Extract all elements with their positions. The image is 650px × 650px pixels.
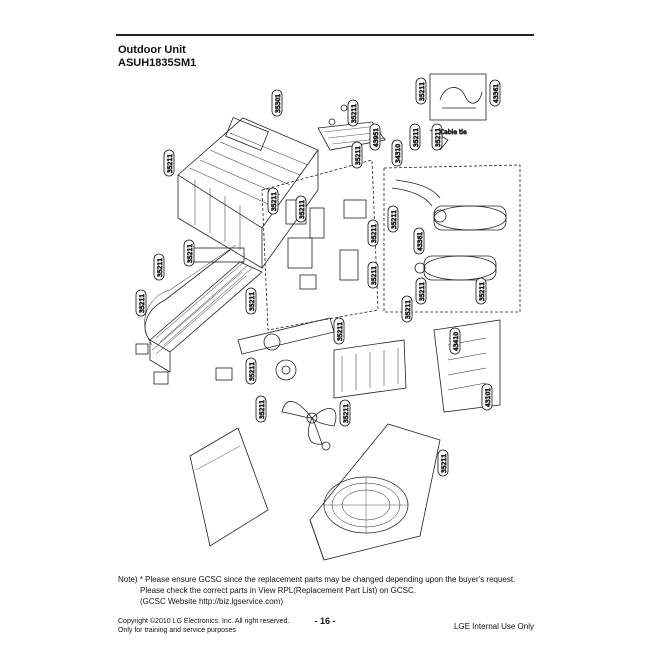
svg-text:35211: 35211	[139, 294, 146, 313]
callout: 35211	[153, 253, 165, 281]
page-title: Outdoor Unit ASUH1835SM1	[118, 44, 196, 70]
svg-text:35301: 35301	[275, 94, 282, 113]
top-rule	[116, 34, 534, 36]
callout: 35211	[245, 287, 257, 315]
model-number: ASUH1835SM1	[118, 57, 197, 69]
svg-text:35211: 35211	[337, 322, 344, 341]
callout: 43951	[369, 123, 381, 151]
callout: 35211	[415, 77, 427, 105]
compressor-section	[383, 164, 521, 313]
callout: 35211	[295, 195, 307, 223]
callout: 35211	[401, 295, 413, 323]
svg-text:35211: 35211	[249, 292, 256, 311]
callout: 43101	[481, 383, 493, 411]
front-cabinet	[309, 423, 441, 561]
svg-text:35211: 35211	[405, 300, 412, 319]
condenser-coil	[144, 244, 263, 373]
fan-blade	[281, 401, 337, 445]
callout: 35301	[271, 89, 283, 117]
footer-left: Copyright ©2010 LG Electronics. Inc. All…	[118, 617, 289, 635]
section-title: Outdoor Unit	[118, 44, 186, 56]
note-line-2: Please check the correct parts in View R…	[140, 586, 416, 595]
svg-text:35211: 35211	[371, 224, 378, 243]
svg-text:35211: 35211	[259, 400, 266, 419]
svg-text:35211: 35211	[355, 146, 362, 165]
callout: 35211	[431, 123, 443, 151]
copper-pipes	[391, 179, 441, 207]
svg-text:35211: 35211	[441, 454, 448, 473]
page-number: - 16 -	[314, 616, 336, 626]
svg-text:35211: 35211	[419, 82, 426, 101]
svg-text:43101: 43101	[485, 388, 492, 407]
fan-guard	[323, 476, 409, 534]
callout: 35211	[183, 239, 195, 267]
callout: 35211	[255, 395, 267, 423]
callout: 35211	[163, 149, 175, 177]
motor-bracket	[237, 317, 335, 355]
callout: 35211	[339, 399, 351, 427]
callout: 43361	[489, 79, 501, 107]
svg-text:35211: 35211	[351, 104, 358, 123]
callout: 35211	[351, 141, 363, 169]
svg-text:35211: 35211	[167, 154, 174, 173]
svg-text:35211: 35211	[435, 128, 442, 147]
fan-motor	[275, 359, 297, 381]
callout: 43361	[413, 227, 425, 255]
compressor-upper	[433, 205, 507, 231]
svg-text:35211: 35211	[157, 258, 164, 277]
internal-use-label: LGE Internal Use Only	[453, 622, 534, 631]
base-pan	[333, 339, 407, 399]
side-panel-right	[433, 319, 501, 413]
svg-text:35211: 35211	[271, 192, 278, 211]
svg-text:35211: 35211	[479, 282, 486, 301]
note-line-1: Note) * Please ensure GCSC since the rep…	[118, 575, 516, 584]
svg-text:35211: 35211	[391, 210, 398, 229]
cable-tie-label: Cable tie	[440, 129, 467, 136]
compressor-lower	[414, 255, 497, 281]
copyright: Copyright ©2010 LG Electronics. Inc. All…	[118, 618, 290, 625]
svg-text:35211: 35211	[419, 282, 426, 301]
svg-text:43361: 43361	[493, 84, 500, 103]
callout: 35211	[347, 99, 359, 127]
control-box-frame	[261, 159, 379, 331]
small-parts	[135, 104, 348, 451]
pipe-detail	[429, 73, 487, 121]
svg-text:43951: 43951	[373, 128, 380, 147]
svg-text:35211: 35211	[299, 200, 306, 219]
top-grille	[177, 117, 319, 269]
svg-text:35211: 35211	[343, 404, 350, 423]
part-callouts: 35301 35211 43951 35211 43361 35211 3521…	[135, 77, 501, 477]
callout: 35211	[135, 289, 147, 317]
callout: 35211	[387, 205, 399, 233]
callout: 34310	[391, 139, 403, 167]
callout: 35211	[367, 219, 379, 247]
notes-block: Note) * Please ensure GCSC since the rep…	[118, 574, 515, 607]
callout: 43410	[449, 327, 461, 355]
svg-text:34310: 34310	[395, 144, 402, 163]
front-panel-left	[189, 427, 269, 547]
note-line-3: (GCSC Website http://biz.lgservice.com)	[140, 597, 284, 606]
callout: 35211	[245, 357, 257, 385]
svg-text:35211: 35211	[371, 266, 378, 285]
training-note: Only for training and service purposes	[118, 627, 236, 634]
callout: 35211	[475, 277, 487, 305]
callout: 35211	[367, 261, 379, 289]
callout: 35211	[437, 449, 449, 477]
svg-text:35211: 35211	[249, 362, 256, 381]
callout: 35211	[409, 123, 421, 151]
callout: 35211	[333, 317, 345, 345]
callout: 35211	[415, 277, 427, 305]
svg-text:35211: 35211	[413, 128, 420, 147]
callout: 35211	[267, 187, 279, 215]
svg-text:35211: 35211	[187, 244, 194, 263]
svg-text:43410: 43410	[453, 332, 460, 351]
svg-text:43361: 43361	[417, 232, 424, 251]
